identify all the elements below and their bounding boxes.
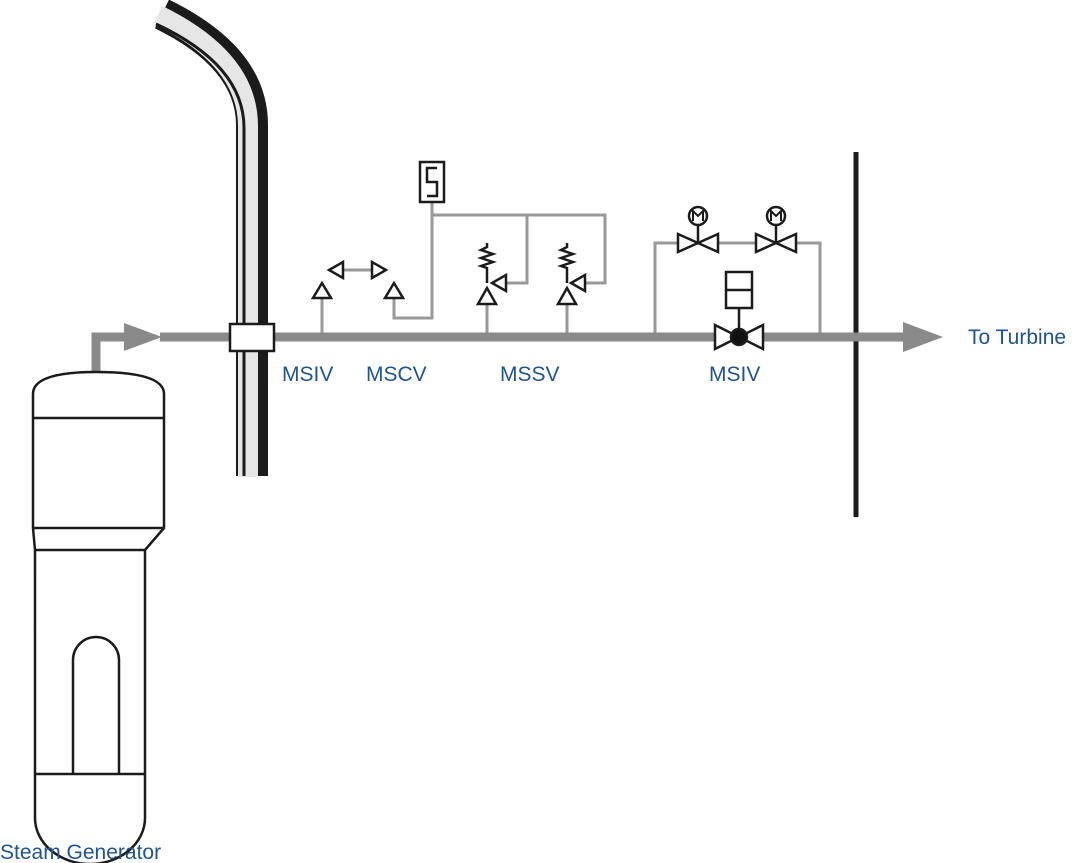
branch-lines: [320, 202, 822, 337]
flow-arrow-inlet: [124, 323, 162, 351]
motor-operated-valves-icon: [676, 205, 798, 254]
flow-arrow-outlet: [903, 322, 943, 352]
label-to-turbine: To Turbine: [968, 326, 1066, 349]
steam-generator-icon: [31, 370, 166, 863]
main-steam-line: [91, 322, 943, 372]
containment-wall-outline: [155, 22, 246, 476]
label-steam-generator: Steam Generator: [0, 841, 161, 863]
containment-wall-inner: [153, 6, 258, 477]
pilot-device-icon: [418, 160, 446, 204]
label-msiv-right: MSIV: [709, 363, 760, 386]
label-mssv: MSSV: [500, 363, 560, 386]
check-valves-icon: [310, 259, 406, 300]
label-mscv: MSCV: [366, 363, 427, 386]
penetration-sleeve-icon: [228, 322, 276, 353]
containment-wall: [153, 0, 268, 477]
label-msiv-left: MSIV: [282, 363, 333, 386]
actuated-gate-valve-icon: [713, 270, 765, 352]
spring-relief-valves-icon: [475, 243, 587, 306]
